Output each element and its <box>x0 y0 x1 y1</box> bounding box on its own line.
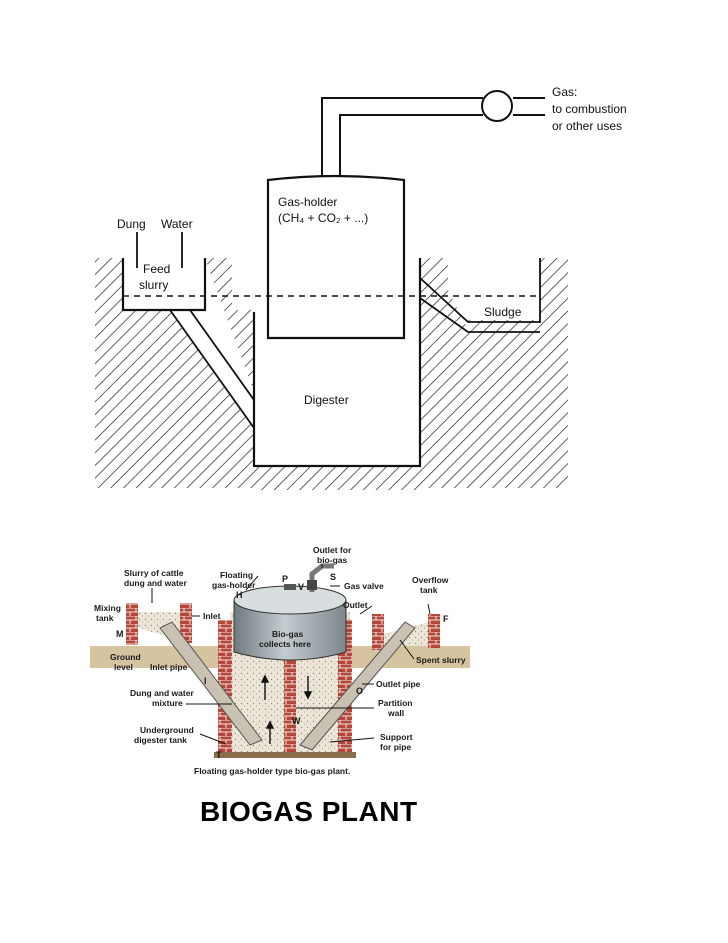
ground-hatch-bottom <box>254 466 420 490</box>
floating-gas-holder-diagram: Outlet for bio-gas Slurry of cattle dung… <box>90 545 470 776</box>
leader-lines <box>151 564 431 745</box>
digester-label: Digester <box>304 393 349 407</box>
digester-wall <box>252 258 422 468</box>
dung-water-label-line2: mixture <box>152 698 183 708</box>
letter-h: H <box>236 590 243 600</box>
floating-gas-holder <box>233 599 347 661</box>
partition-label-line2: wall <box>387 708 404 718</box>
dung-label: Dung <box>117 217 146 231</box>
ground-hatch-right <box>420 258 568 488</box>
outlet-channel <box>419 258 541 333</box>
underground-label-line1: Underground <box>140 725 194 735</box>
biogas-schematic-diagram: Gas: to combustion or other uses Gas-hol… <box>95 85 627 490</box>
mixing-tank-wall-right <box>180 603 192 643</box>
ground-label-line1: Ground <box>110 652 141 662</box>
partition-wall <box>284 660 296 752</box>
support-label-line2: for pipe <box>380 742 411 752</box>
ground-label-line2: level <box>114 662 133 672</box>
inlet-label: Inlet <box>203 611 221 621</box>
support-label-line1: Support <box>380 732 413 742</box>
outlet-biogas-label-line1: Outlet for <box>313 545 352 555</box>
gas-meter <box>481 90 513 122</box>
letter-p: P <box>282 574 288 584</box>
letter-t: T <box>216 750 222 760</box>
letter-v: V <box>298 582 304 592</box>
overflow-label-line1: Overflow <box>412 575 449 585</box>
overflow-tank-wall-right <box>428 614 440 648</box>
ground-hatch-left <box>95 258 254 488</box>
sludge-label: Sludge <box>484 305 522 319</box>
spent-slurry-label: Spent slurry <box>416 655 466 665</box>
digester-wall-left <box>218 620 232 752</box>
floating-label-line1: Floating <box>220 570 253 580</box>
floating-label-line2: gas-holder <box>212 580 256 590</box>
mixing-tank-wall-left <box>126 603 138 645</box>
overflow-tank-wall-left <box>372 614 384 650</box>
inlet-pipe <box>159 621 263 746</box>
dung-water-label-line1: Dung and water <box>130 688 194 698</box>
outlet-pipe <box>299 621 416 751</box>
underground-label-line2: digester tank <box>134 735 187 745</box>
inlet-pipe-label: Inlet pipe <box>150 662 188 672</box>
base-slab <box>214 752 356 758</box>
gas-valve-label: Gas valve <box>344 581 384 591</box>
outlet-biogas-label-line2: bio-gas <box>317 555 347 565</box>
ground-hatch-mid-left <box>205 258 254 392</box>
gas-holder-handle <box>284 584 296 590</box>
water-label: Water <box>161 217 193 231</box>
gas-holder-top <box>233 585 347 615</box>
letter-s: S <box>330 572 336 582</box>
gas-label-line3: or other uses <box>552 119 622 133</box>
letter-m: M <box>116 629 124 639</box>
diagram-caption: Floating gas-holder type bio-gas plant. <box>194 766 350 776</box>
feed-slurry-label-line2: slurry <box>139 278 168 292</box>
outlet-pipe-label: Outlet pipe <box>376 679 421 689</box>
letter-o: O <box>356 686 363 696</box>
slurry-label-line1: Slurry of cattle <box>124 568 184 578</box>
letter-i: I <box>204 676 207 686</box>
slurry-label-line2: dung and water <box>124 578 188 588</box>
flow-arrows <box>260 674 313 744</box>
biogas-collects-label-line2: collects here <box>259 639 311 649</box>
gas-label-line1: Gas: <box>552 85 577 99</box>
page-title: BIOGAS PLANT <box>200 796 418 827</box>
gas-holder <box>266 174 406 340</box>
outlet-label: Outlet <box>343 600 368 610</box>
letter-f: F <box>443 614 449 624</box>
inlet-pipe <box>169 309 255 429</box>
feed-slurry-label-line1: Feed <box>143 262 170 276</box>
gas-valve <box>307 580 317 590</box>
biogas-collects-label-line1: Bio-gas <box>272 629 303 639</box>
letter-w: W <box>292 716 301 726</box>
gas-label-line2: to combustion <box>552 102 627 116</box>
feed-tank <box>121 258 207 312</box>
gas-holder-label-line1: Gas-holder <box>278 195 337 209</box>
mixing-label-line2: tank <box>96 613 114 623</box>
mixing-label-line1: Mixing <box>94 603 121 613</box>
partition-label-line1: Partition <box>378 698 412 708</box>
overflow-label-line2: tank <box>420 585 438 595</box>
gas-holder-label-line2: (CH₄ + CO₂ + ...) <box>278 211 368 225</box>
gas-pipe <box>321 97 545 178</box>
